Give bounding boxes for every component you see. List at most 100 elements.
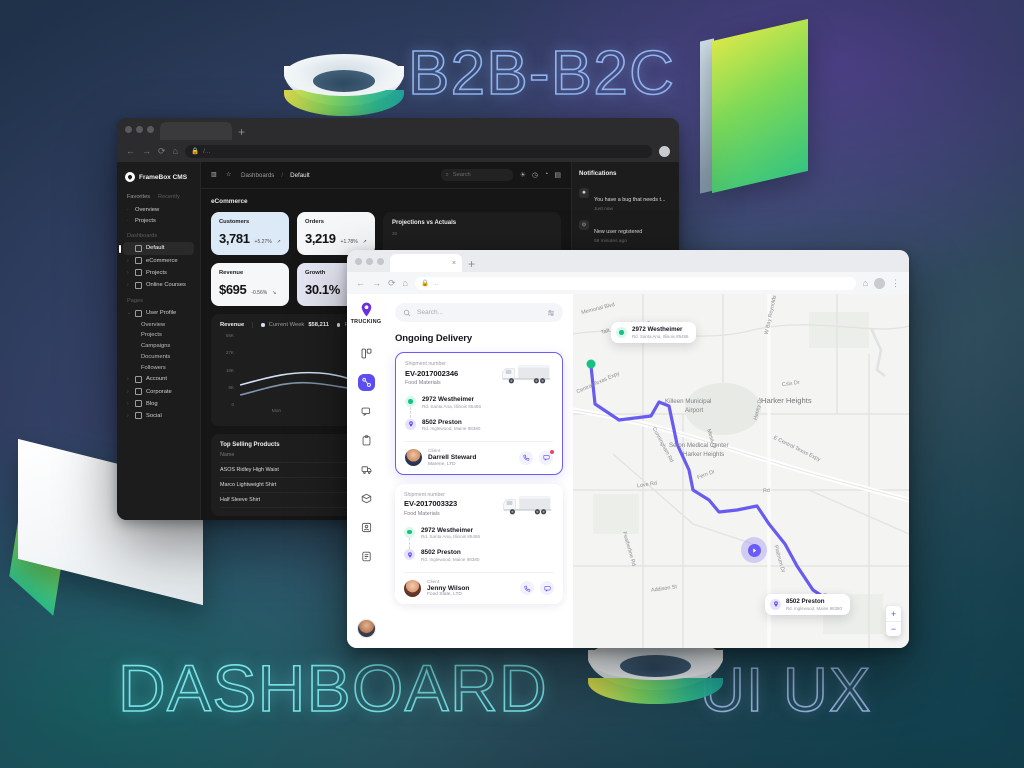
- message-button[interactable]: [539, 449, 554, 465]
- client-row: Client Jenny Wilson Food State, LTD: [404, 580, 554, 597]
- history-icon[interactable]: ◷: [532, 172, 539, 179]
- contacts-icon[interactable]: [358, 519, 375, 536]
- sidebar-item-user-profile[interactable]: ⌄ User Profile: [123, 307, 194, 319]
- close-dot[interactable]: [355, 257, 362, 265]
- sidebar-item-blog[interactable]: › Blog: [123, 398, 194, 410]
- document-icon[interactable]: [358, 548, 375, 565]
- sidebar-item-label: User Profile: [146, 310, 177, 317]
- theme-icon[interactable]: ☀: [519, 172, 527, 179]
- minimize-dot[interactable]: [136, 125, 143, 133]
- sidebar-subitem-overview[interactable]: Overview: [141, 321, 166, 328]
- sidebar-item-ecommerce[interactable]: › eCommerce: [123, 255, 194, 267]
- folder-icon: [135, 269, 142, 277]
- maximize-dot[interactable]: [377, 257, 384, 265]
- new-tab-icon[interactable]: +: [468, 257, 476, 271]
- notification-time: Just now: [594, 207, 613, 212]
- sidebar-subitem-campaigns[interactable]: Campaigns: [141, 343, 171, 350]
- breadcrumb-current: Default: [290, 171, 310, 179]
- shipment-number: EV-2017002346: [405, 368, 459, 378]
- minimize-dot[interactable]: [366, 257, 373, 265]
- forward-icon[interactable]: →: [142, 145, 151, 156]
- profile-avatar[interactable]: [659, 145, 670, 157]
- tooltip-name: 8502 Preston: [786, 598, 825, 605]
- notification-text: You have a bug that needs t...: [594, 197, 666, 203]
- cms-brand[interactable]: FrameBox CMS: [123, 170, 194, 192]
- kpi-card-customers[interactable]: Customers 3,781 +5.27% ↗: [211, 212, 289, 255]
- kpi-card-orders[interactable]: Orders 3,219 +1.78% ↗: [297, 212, 375, 255]
- stop-destination: 8502 Preston Rd. Inglewood, Maine 98380: [405, 417, 553, 434]
- zoom-in-button[interactable]: +: [890, 608, 897, 619]
- home-icon[interactable]: ⌂: [172, 145, 178, 156]
- window-traffic-lights[interactable]: [125, 118, 154, 140]
- maximize-dot[interactable]: [147, 125, 154, 133]
- panel-toggle-icon[interactable]: ▥: [211, 171, 217, 178]
- home-icon[interactable]: ⌂: [402, 277, 408, 288]
- sidebar-item-account[interactable]: › Account: [123, 373, 194, 385]
- browser-tab[interactable]: [160, 122, 232, 140]
- sidebar-subitem-projects[interactable]: Projects: [141, 332, 162, 339]
- map-zoom-controls[interactable]: + −: [886, 606, 901, 636]
- back-icon[interactable]: ←: [356, 277, 365, 288]
- user-avatar[interactable]: [356, 619, 376, 638]
- reload-icon[interactable]: ⟳: [158, 145, 166, 156]
- back-icon[interactable]: ←: [126, 145, 135, 156]
- map-tooltip-destination[interactable]: 8502 Preston Rd. Inglewood, Maine 98380: [765, 594, 850, 615]
- notification-item[interactable]: ⊙ New user registered 59 minutes ago: [579, 216, 672, 248]
- sidebar-item-corporate[interactable]: › Corporate: [123, 385, 194, 397]
- message-button[interactable]: [540, 581, 554, 596]
- kpi-card-revenue[interactable]: Revenue $695 -0.56% ↘: [211, 263, 289, 306]
- clipboard-icon[interactable]: [358, 432, 375, 449]
- address-bar[interactable]: 🔒 ...: [414, 276, 856, 290]
- forward-icon[interactable]: →: [372, 277, 381, 288]
- chat-icon[interactable]: [358, 403, 375, 420]
- sidebar-subitem-followers[interactable]: Followers: [141, 364, 166, 371]
- new-tab-icon[interactable]: +: [238, 125, 246, 139]
- browser-tab[interactable]: ×: [390, 254, 462, 272]
- tab-favorites[interactable]: Favorites: [127, 194, 151, 200]
- sidebar-item-projects[interactable]: · Projects: [123, 215, 194, 226]
- package-icon[interactable]: [358, 490, 375, 507]
- vehicle-marker[interactable]: [741, 537, 767, 563]
- zoom-out-button[interactable]: −: [886, 621, 901, 636]
- delivery-icon[interactable]: [358, 461, 375, 478]
- window-traffic-lights[interactable]: [355, 250, 384, 272]
- profile-avatar[interactable]: [874, 277, 885, 289]
- vehicle-direction-icon: [747, 543, 761, 557]
- call-button[interactable]: [519, 450, 533, 465]
- sidebar-item-projects-dash[interactable]: › Projects: [123, 267, 194, 279]
- tab-recently[interactable]: Recently: [158, 194, 180, 200]
- sidebar-item-online-courses[interactable]: › Online Courses: [123, 279, 194, 291]
- bullet-icon: ·: [127, 206, 129, 213]
- stop-address: Rd. Inglewood, Maine 98380: [422, 426, 481, 431]
- menu-icon[interactable]: ⋮: [891, 277, 900, 288]
- client-name: Jenny Wilson: [427, 584, 470, 592]
- search-input[interactable]: ⌕ Search: [440, 169, 513, 181]
- extensions-icon[interactable]: ⌂: [862, 277, 868, 288]
- breadcrumb-root[interactable]: Dashboards: [241, 171, 275, 179]
- notifications-icon[interactable]: ◔: [544, 171, 549, 178]
- sidebar-item-social[interactable]: › Social: [123, 410, 194, 422]
- star-icon[interactable]: ☆: [226, 171, 232, 178]
- map-tooltip-origin[interactable]: 2972 Westheimer Rd. Santa Ana, Illinois …: [611, 322, 697, 343]
- legend-dot-icon: [261, 323, 265, 327]
- reload-icon[interactable]: ⟳: [388, 277, 396, 288]
- search-input[interactable]: Search...: [395, 303, 563, 322]
- kpi-delta: +5.27%: [254, 239, 272, 245]
- sidebar-item-overview[interactable]: · Overview: [123, 204, 194, 215]
- dashboard-icon[interactable]: [358, 345, 375, 362]
- right-panel-icon[interactable]: ▤: [554, 172, 561, 179]
- notification-item[interactable]: ✹ You have a bug that needs t... Just no…: [579, 184, 672, 216]
- close-dot[interactable]: [125, 125, 132, 133]
- delivery-map[interactable]: Lone Star Memorial Blvd Taft St W Bay Re…: [573, 294, 909, 648]
- shipment-card[interactable]: Shipment number EV-2017002346 Food Mater…: [395, 352, 563, 475]
- sidebar-subitem-documents[interactable]: Documents: [141, 354, 171, 361]
- close-tab-icon[interactable]: ×: [451, 259, 456, 267]
- sidebar-item-default[interactable]: Default: [119, 242, 194, 255]
- call-button[interactable]: [520, 581, 534, 596]
- projections-title: Projections vs Actuals: [392, 220, 457, 226]
- shipments-icon[interactable]: [357, 374, 375, 391]
- address-bar[interactable]: 🔒 /...: [184, 144, 652, 158]
- cms-toolbar-right: [659, 145, 670, 157]
- shipment-card[interactable]: Shipment number EV-2017003323 Food Mater…: [395, 483, 563, 604]
- filter-icon[interactable]: [547, 309, 555, 317]
